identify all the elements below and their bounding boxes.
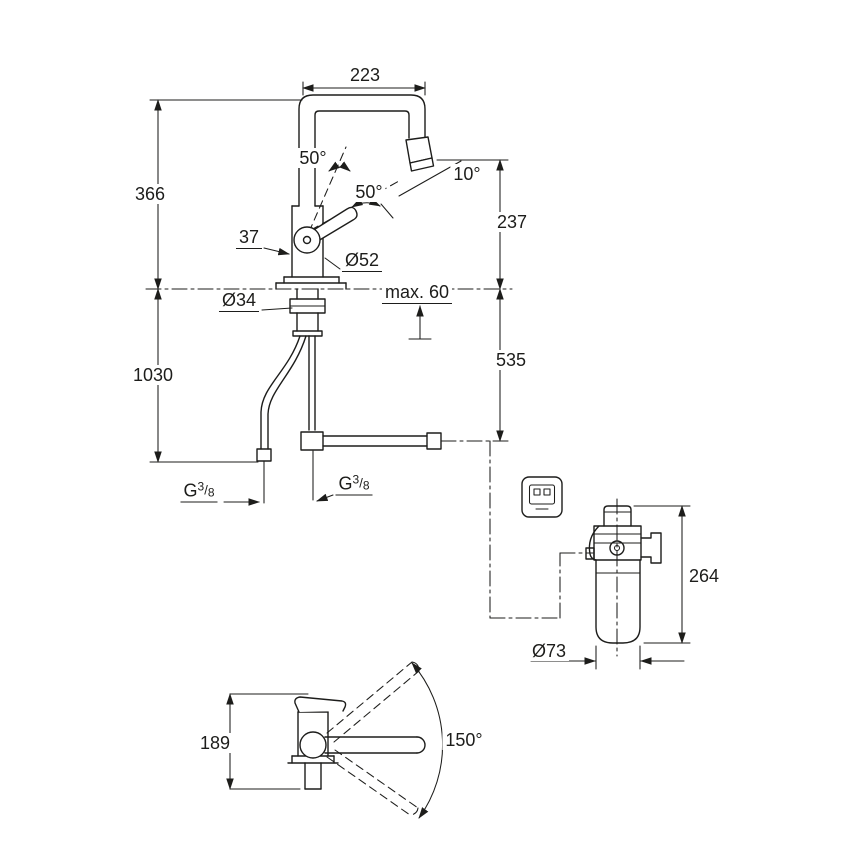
- dim-height-label: 366: [131, 184, 169, 204]
- swivel-arc: [411, 662, 444, 819]
- leader-lines: [261, 247, 341, 311]
- side-height-label: 189: [196, 733, 234, 753]
- handle-angle-lower-label: 50°: [352, 182, 386, 202]
- filter-diameter-label: Ø73: [528, 641, 570, 661]
- supply-hoses: [256, 335, 442, 504]
- thread-right-label: G3/8: [335, 472, 373, 496]
- outlet-height-label: 237: [493, 212, 531, 232]
- hose-supply-length-label: 1030: [129, 365, 177, 385]
- mounting-shank: [289, 288, 326, 337]
- dim-max-deck-thickness: [408, 305, 432, 340]
- faucet-body: [275, 205, 358, 290]
- dim-filter: [530, 505, 691, 670]
- dim-height-366: [149, 99, 303, 290]
- thread-leader-arrows: [223, 493, 334, 506]
- filter-height-label: 264: [685, 566, 723, 586]
- side-view-faucet: [287, 661, 444, 819]
- faucet-lever: [311, 206, 358, 242]
- side-view-lever: [294, 696, 347, 713]
- dim-spout-reach: [302, 81, 426, 96]
- dim-spout-reach-label: 223: [346, 65, 384, 85]
- handle-width-label: 37: [235, 227, 263, 249]
- thread-left-label: G3/8: [180, 479, 218, 503]
- hose-connection-length-label: 535: [492, 350, 530, 370]
- hole-diameter-label: Ø34: [218, 290, 260, 312]
- remote-control: [521, 476, 563, 518]
- faucet-spout: [298, 94, 435, 207]
- hose-routing-centerline: [440, 440, 594, 619]
- max-deck-thickness-label: max. 60: [381, 282, 453, 304]
- filter-unit: [585, 498, 662, 657]
- swivel-range-label: 150°: [442, 730, 486, 750]
- spout-tilt-label: 10°: [450, 164, 484, 184]
- body-diameter-label: Ø52: [341, 250, 383, 272]
- handle-angle-upper-label: 50°: [296, 148, 330, 168]
- dim-side-height: [226, 693, 309, 790]
